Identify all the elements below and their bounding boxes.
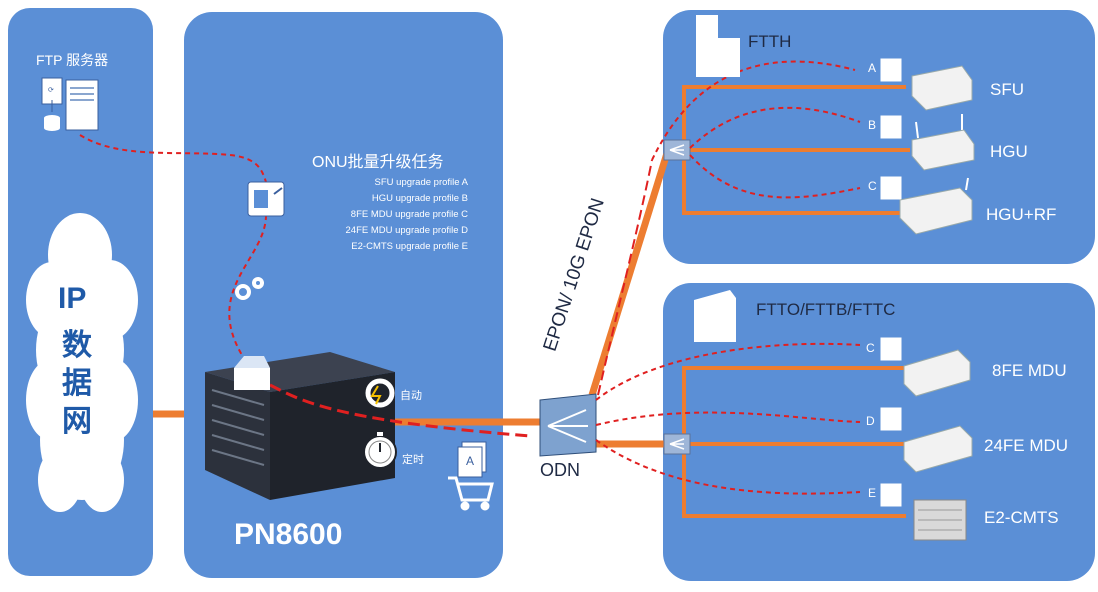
device-letter: C <box>866 341 875 355</box>
upgrade-profile-item: 8FE MDU upgrade profile C <box>350 209 468 220</box>
device-name: SFU <box>990 80 1024 99</box>
upgrade-profile-item: HGU upgrade profile B <box>371 193 468 204</box>
ftp-server-icon: ⟳ <box>41 77 99 131</box>
device-letter: E <box>868 486 877 500</box>
ip-network-char: 数 <box>62 329 92 362</box>
odn-splitter-icon <box>539 393 597 457</box>
upgrade-task-title: ONU批量升级任务 <box>312 154 444 171</box>
device-name: HGU+RF <box>986 205 1057 224</box>
timer-label: 定时 <box>402 454 424 466</box>
cmts-device <box>913 499 967 541</box>
olt-to-odn-flow <box>269 383 531 438</box>
mdu-24fe-device <box>903 425 973 473</box>
gears-icon <box>235 277 264 300</box>
upgrade-profile-list: SFU upgrade profile A HGU upgrade profil… <box>310 175 469 255</box>
ftp-server-label: FTP 服务器 <box>36 52 109 68</box>
splitter-icon <box>663 139 691 455</box>
odn-label: ODN <box>540 460 580 480</box>
file-a-icon <box>457 441 487 478</box>
upgrade-profile-item: E2-CMTS upgrade profile E <box>351 241 468 252</box>
document-icon <box>247 181 285 217</box>
checklist-icons <box>879 57 903 508</box>
device-name: 8FE MDU <box>992 361 1067 380</box>
package-icon <box>234 356 270 390</box>
device-name: 24FE MDU <box>984 436 1069 455</box>
ip-network-char: 网 <box>62 405 92 438</box>
building-icon <box>696 15 740 77</box>
ftth-title: FTTH <box>748 32 792 51</box>
hgu-rf-device <box>899 177 973 235</box>
sfu-device <box>911 65 973 111</box>
office-building-icon <box>694 290 736 342</box>
upgrade-flow-paths <box>79 60 861 495</box>
file-badge-letter: A <box>466 454 475 468</box>
olt-name: PN8600 <box>234 518 343 551</box>
upgrade-profile-item: SFU upgrade profile A <box>374 177 468 188</box>
mdu-8fe-device <box>903 349 971 397</box>
device-letter: A <box>868 61 877 75</box>
olt-chassis <box>205 352 395 500</box>
cloud-icon <box>26 213 138 512</box>
svg-text:⟳: ⟳ <box>48 87 54 94</box>
device-letter: B <box>868 118 877 132</box>
device-letter: C <box>868 179 877 193</box>
device-name: E2-CMTS <box>984 508 1059 527</box>
ip-network-char: IP <box>58 282 87 315</box>
stopwatch-icon <box>363 432 397 469</box>
fttx-title: FTTO/FTTB/FTTC <box>756 300 896 319</box>
hgu-device <box>911 114 975 171</box>
auto-label: 自动 <box>400 390 422 402</box>
cart-icon <box>448 476 494 511</box>
epon-flow <box>597 159 653 396</box>
upgrade-profile-item: 24FE MDU upgrade profile D <box>345 225 469 236</box>
ip-network-char: 据 <box>62 367 92 400</box>
device-name: HGU <box>990 142 1028 161</box>
device-letter: D <box>866 414 875 428</box>
auto-gear-icon <box>365 378 395 408</box>
